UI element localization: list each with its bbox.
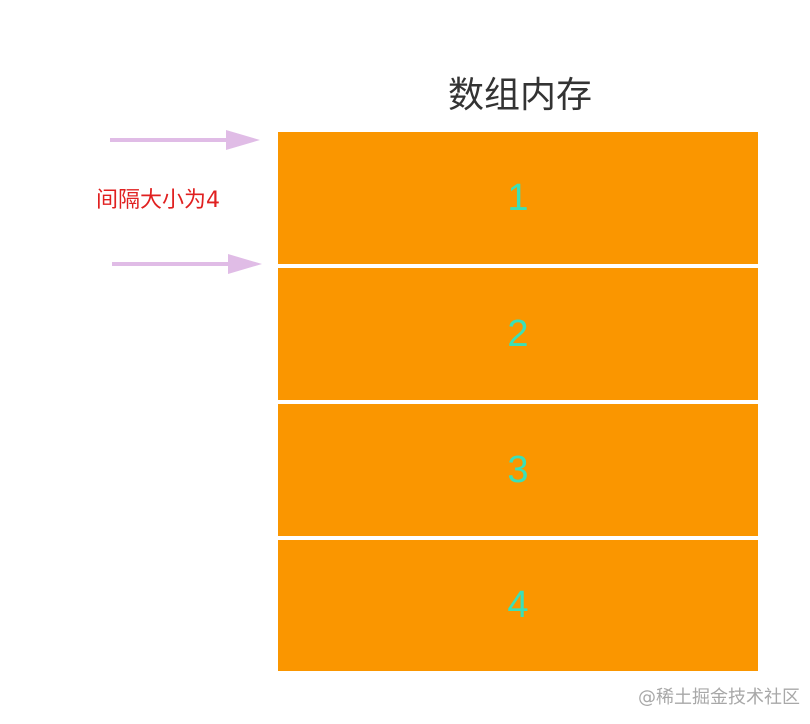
cell-value: 1 xyxy=(507,176,529,219)
memory-cell-1: 1 xyxy=(278,132,758,264)
memory-cell-3: 3 xyxy=(278,404,758,536)
memory-cell-2: 2 xyxy=(278,268,758,400)
cell-value: 3 xyxy=(507,448,529,491)
arrow-icon-bottom xyxy=(112,254,262,274)
diagram-title: 数组内存 xyxy=(447,75,592,116)
cell-value: 4 xyxy=(507,584,529,626)
arrow-icon-top xyxy=(110,130,260,150)
cell-value: 2 xyxy=(507,312,529,355)
watermark: @稀土掘金技术社区 xyxy=(638,687,800,708)
memory-cell-4: 4 xyxy=(278,540,758,671)
interval-label: 间隔大小为4 xyxy=(96,188,220,213)
